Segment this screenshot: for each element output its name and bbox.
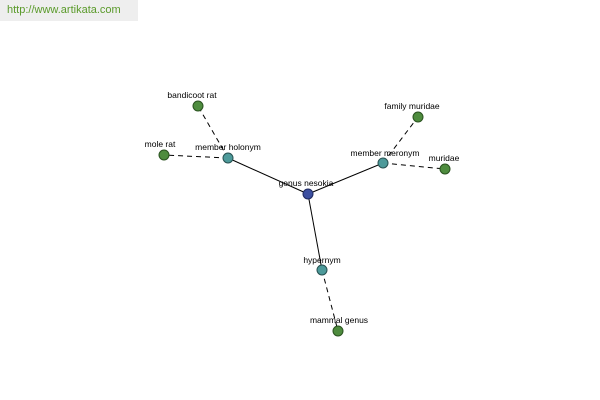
edge-center-meronym xyxy=(307,162,384,195)
node-label-holonym[interactable]: member holonym xyxy=(195,142,261,152)
edges-layer xyxy=(163,105,446,332)
edge-center-holonym xyxy=(227,157,309,195)
node-bandicoot[interactable] xyxy=(192,100,204,112)
node-label-molerat[interactable]: mole rat xyxy=(145,139,176,149)
node-mammalgenus[interactable] xyxy=(332,325,344,337)
node-label-meronym[interactable]: member meronym xyxy=(351,148,420,158)
edge-meronym-familymuridae xyxy=(382,116,419,164)
edge-hypernym-mammalgenus xyxy=(321,269,339,332)
node-label-center[interactable]: genus nesokia xyxy=(279,178,334,188)
node-molerat[interactable] xyxy=(158,149,170,161)
edge-center-hypernym xyxy=(307,193,323,271)
node-label-bandicoot[interactable]: bandicoot rat xyxy=(167,90,217,100)
node-center[interactable] xyxy=(302,188,314,200)
node-label-muridae[interactable]: muridae xyxy=(429,153,460,163)
node-holonym[interactable] xyxy=(222,152,234,164)
edge-holonym-bandicoot xyxy=(197,105,229,159)
watermark-link[interactable]: http://www.artikata.com xyxy=(0,0,138,21)
edge-holonym-molerat xyxy=(163,154,229,159)
node-muridae[interactable] xyxy=(439,163,451,175)
node-label-mammalgenus[interactable]: mammal genus xyxy=(310,315,368,325)
node-label-hypernym[interactable]: hypernym xyxy=(303,255,340,265)
labels-layer: genus nesokia member holonym member merony… xyxy=(145,90,460,325)
node-label-familymuridae[interactable]: family muridae xyxy=(384,101,440,111)
nodes-layer xyxy=(158,100,451,337)
node-hypernym[interactable] xyxy=(316,264,328,276)
node-meronym[interactable] xyxy=(377,157,389,169)
edge-meronym-muridae xyxy=(382,162,446,170)
node-familymuridae[interactable] xyxy=(412,111,424,123)
